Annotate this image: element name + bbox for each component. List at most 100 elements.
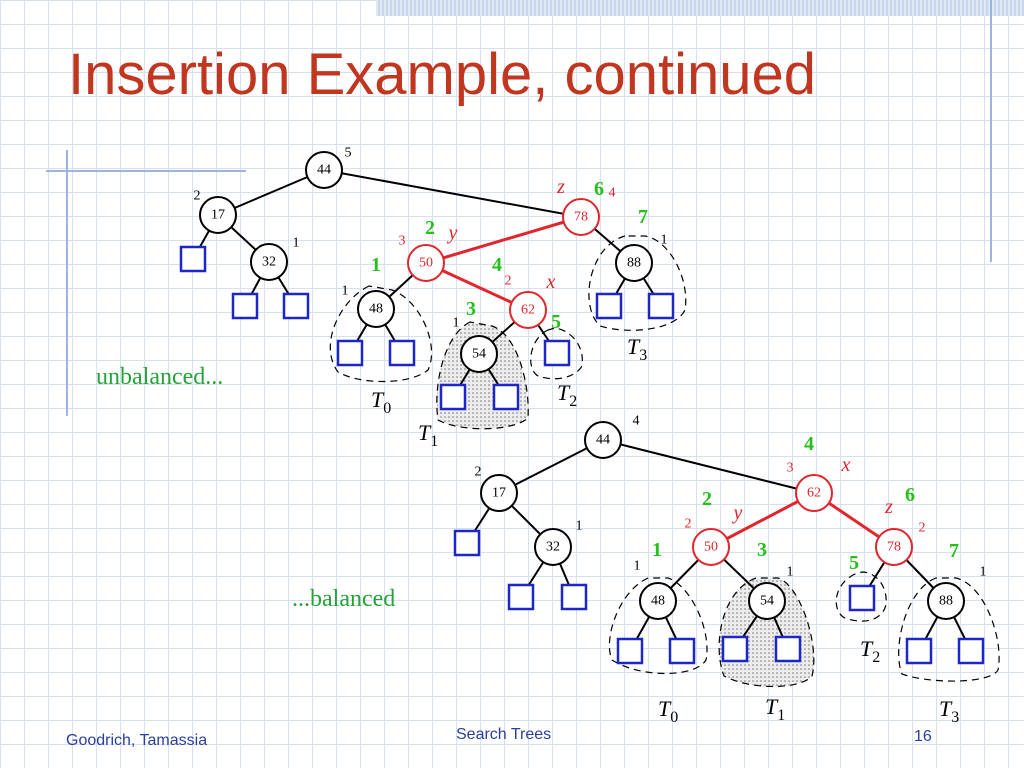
left-decor-line xyxy=(66,150,68,416)
right-decor-line xyxy=(990,0,992,262)
after-node-78-key: 78 xyxy=(887,540,901,555)
after-node-62-key: 62 xyxy=(807,486,821,501)
note-unbalanced: unbalanced... xyxy=(96,364,224,390)
after-height-78: 2 xyxy=(919,521,926,536)
before-height-48: 1 xyxy=(342,284,349,299)
before-leaf-3 xyxy=(336,339,364,367)
after-leaf-1 xyxy=(507,583,535,611)
after-leaf-3 xyxy=(616,637,644,665)
before-height-44: 5 xyxy=(345,146,352,161)
before-leaf-5 xyxy=(439,383,467,411)
before-step-62: 4 xyxy=(492,254,502,276)
before-step-50: 2 xyxy=(425,217,435,239)
before-step-78: 6 xyxy=(594,178,604,200)
after-role-y: y xyxy=(732,502,743,524)
before-leaf-9 xyxy=(647,292,675,320)
after-height-17: 2 xyxy=(475,465,482,480)
before-edge-44-78 xyxy=(323,169,582,218)
before-height-54: 1 xyxy=(453,316,460,331)
before-node-44-key: 44 xyxy=(317,163,331,178)
before-T3-region xyxy=(588,235,687,331)
after-node-44 xyxy=(584,421,622,459)
after-step-88: 7 xyxy=(949,540,959,562)
before-label-T2: T2 xyxy=(557,380,577,410)
slide-title: Insertion Example, continued xyxy=(68,42,816,107)
before-height-78: 4 xyxy=(609,186,616,201)
after-leaf-8 xyxy=(905,637,933,665)
after-node-78 xyxy=(875,528,913,566)
after-edge-44-62 xyxy=(602,439,815,494)
before-height-62: 2 xyxy=(505,274,512,289)
after-leaf-4 xyxy=(668,637,696,665)
before-T2-region xyxy=(530,327,583,380)
after-node-88-key: 88 xyxy=(939,594,953,609)
before-label-T3: T3 xyxy=(627,334,647,364)
before-height-17: 2 xyxy=(194,189,201,204)
after-T0-region xyxy=(608,577,708,674)
footer-page-number: 16 xyxy=(914,728,932,745)
before-step-88: 7 xyxy=(638,206,648,228)
before-node-54-key: 54 xyxy=(472,347,486,362)
after-leaf-9 xyxy=(957,637,985,665)
after-label-T1: T1 xyxy=(765,694,785,724)
after-T2-region xyxy=(835,571,887,622)
after-node-48 xyxy=(639,582,677,620)
before-step-leaf: 5 xyxy=(551,311,561,333)
after-node-50 xyxy=(692,528,730,566)
before-node-48 xyxy=(357,290,395,328)
after-height-88: 1 xyxy=(980,565,987,580)
before-node-62 xyxy=(509,291,547,329)
before-T0-region xyxy=(329,285,433,383)
before-label-T1: T1 xyxy=(418,420,438,450)
left-decor-hline xyxy=(46,170,246,172)
before-height-32: 1 xyxy=(293,236,300,251)
after-step-leaf: 5 xyxy=(849,552,859,574)
before-node-78-key: 78 xyxy=(574,210,588,225)
top-decor-band xyxy=(376,0,1024,16)
after-leaf-2 xyxy=(560,583,588,611)
before-role-z: z xyxy=(556,176,565,198)
before-step-50b: 1 xyxy=(371,254,381,276)
before-node-50 xyxy=(407,244,445,282)
before-node-44 xyxy=(305,151,343,189)
before-node-17 xyxy=(199,196,237,234)
before-edge-78-50 xyxy=(425,215,582,265)
before-node-88 xyxy=(615,244,653,282)
before-node-17-key: 17 xyxy=(211,208,225,223)
after-node-54 xyxy=(748,582,786,620)
after-label-T3: T3 xyxy=(939,696,959,726)
after-height-48: 1 xyxy=(634,559,641,574)
before-leaf-7 xyxy=(543,339,571,367)
before-leaf-0 xyxy=(179,245,207,273)
after-node-32-key: 32 xyxy=(546,540,560,555)
after-height-44: 4 xyxy=(633,414,640,429)
after-T3-region xyxy=(898,577,1000,682)
after-height-32: 1 xyxy=(576,519,583,534)
before-node-50-key: 50 xyxy=(419,256,433,271)
after-leaf-6 xyxy=(774,635,802,663)
before-node-78 xyxy=(562,198,600,236)
before-node-62-key: 62 xyxy=(521,303,535,318)
after-node-32 xyxy=(534,528,572,566)
after-node-48-key: 48 xyxy=(651,594,665,609)
before-leaf-4 xyxy=(388,339,416,367)
after-node-44-key: 44 xyxy=(596,433,610,448)
after-label-T2: T2 xyxy=(860,636,880,666)
before-node-88-key: 88 xyxy=(627,256,641,271)
after-label-T0: T0 xyxy=(658,696,678,726)
before-node-54 xyxy=(460,335,498,373)
after-edge-44-17 xyxy=(498,439,604,494)
note-balanced: ...balanced xyxy=(292,586,396,612)
before-role-x: x xyxy=(546,271,556,293)
after-node-50-key: 50 xyxy=(704,540,718,555)
after-step-54: 3 xyxy=(757,539,767,561)
after-leaf-0 xyxy=(453,529,481,557)
after-edge-62-50 xyxy=(710,491,815,549)
before-leaf-8 xyxy=(595,292,623,320)
after-height-62: 3 xyxy=(787,461,794,476)
footer-topic: Search Trees xyxy=(456,726,552,743)
before-label-T0: T0 xyxy=(371,387,391,417)
before-node-32 xyxy=(250,243,288,281)
after-node-62 xyxy=(795,474,833,512)
